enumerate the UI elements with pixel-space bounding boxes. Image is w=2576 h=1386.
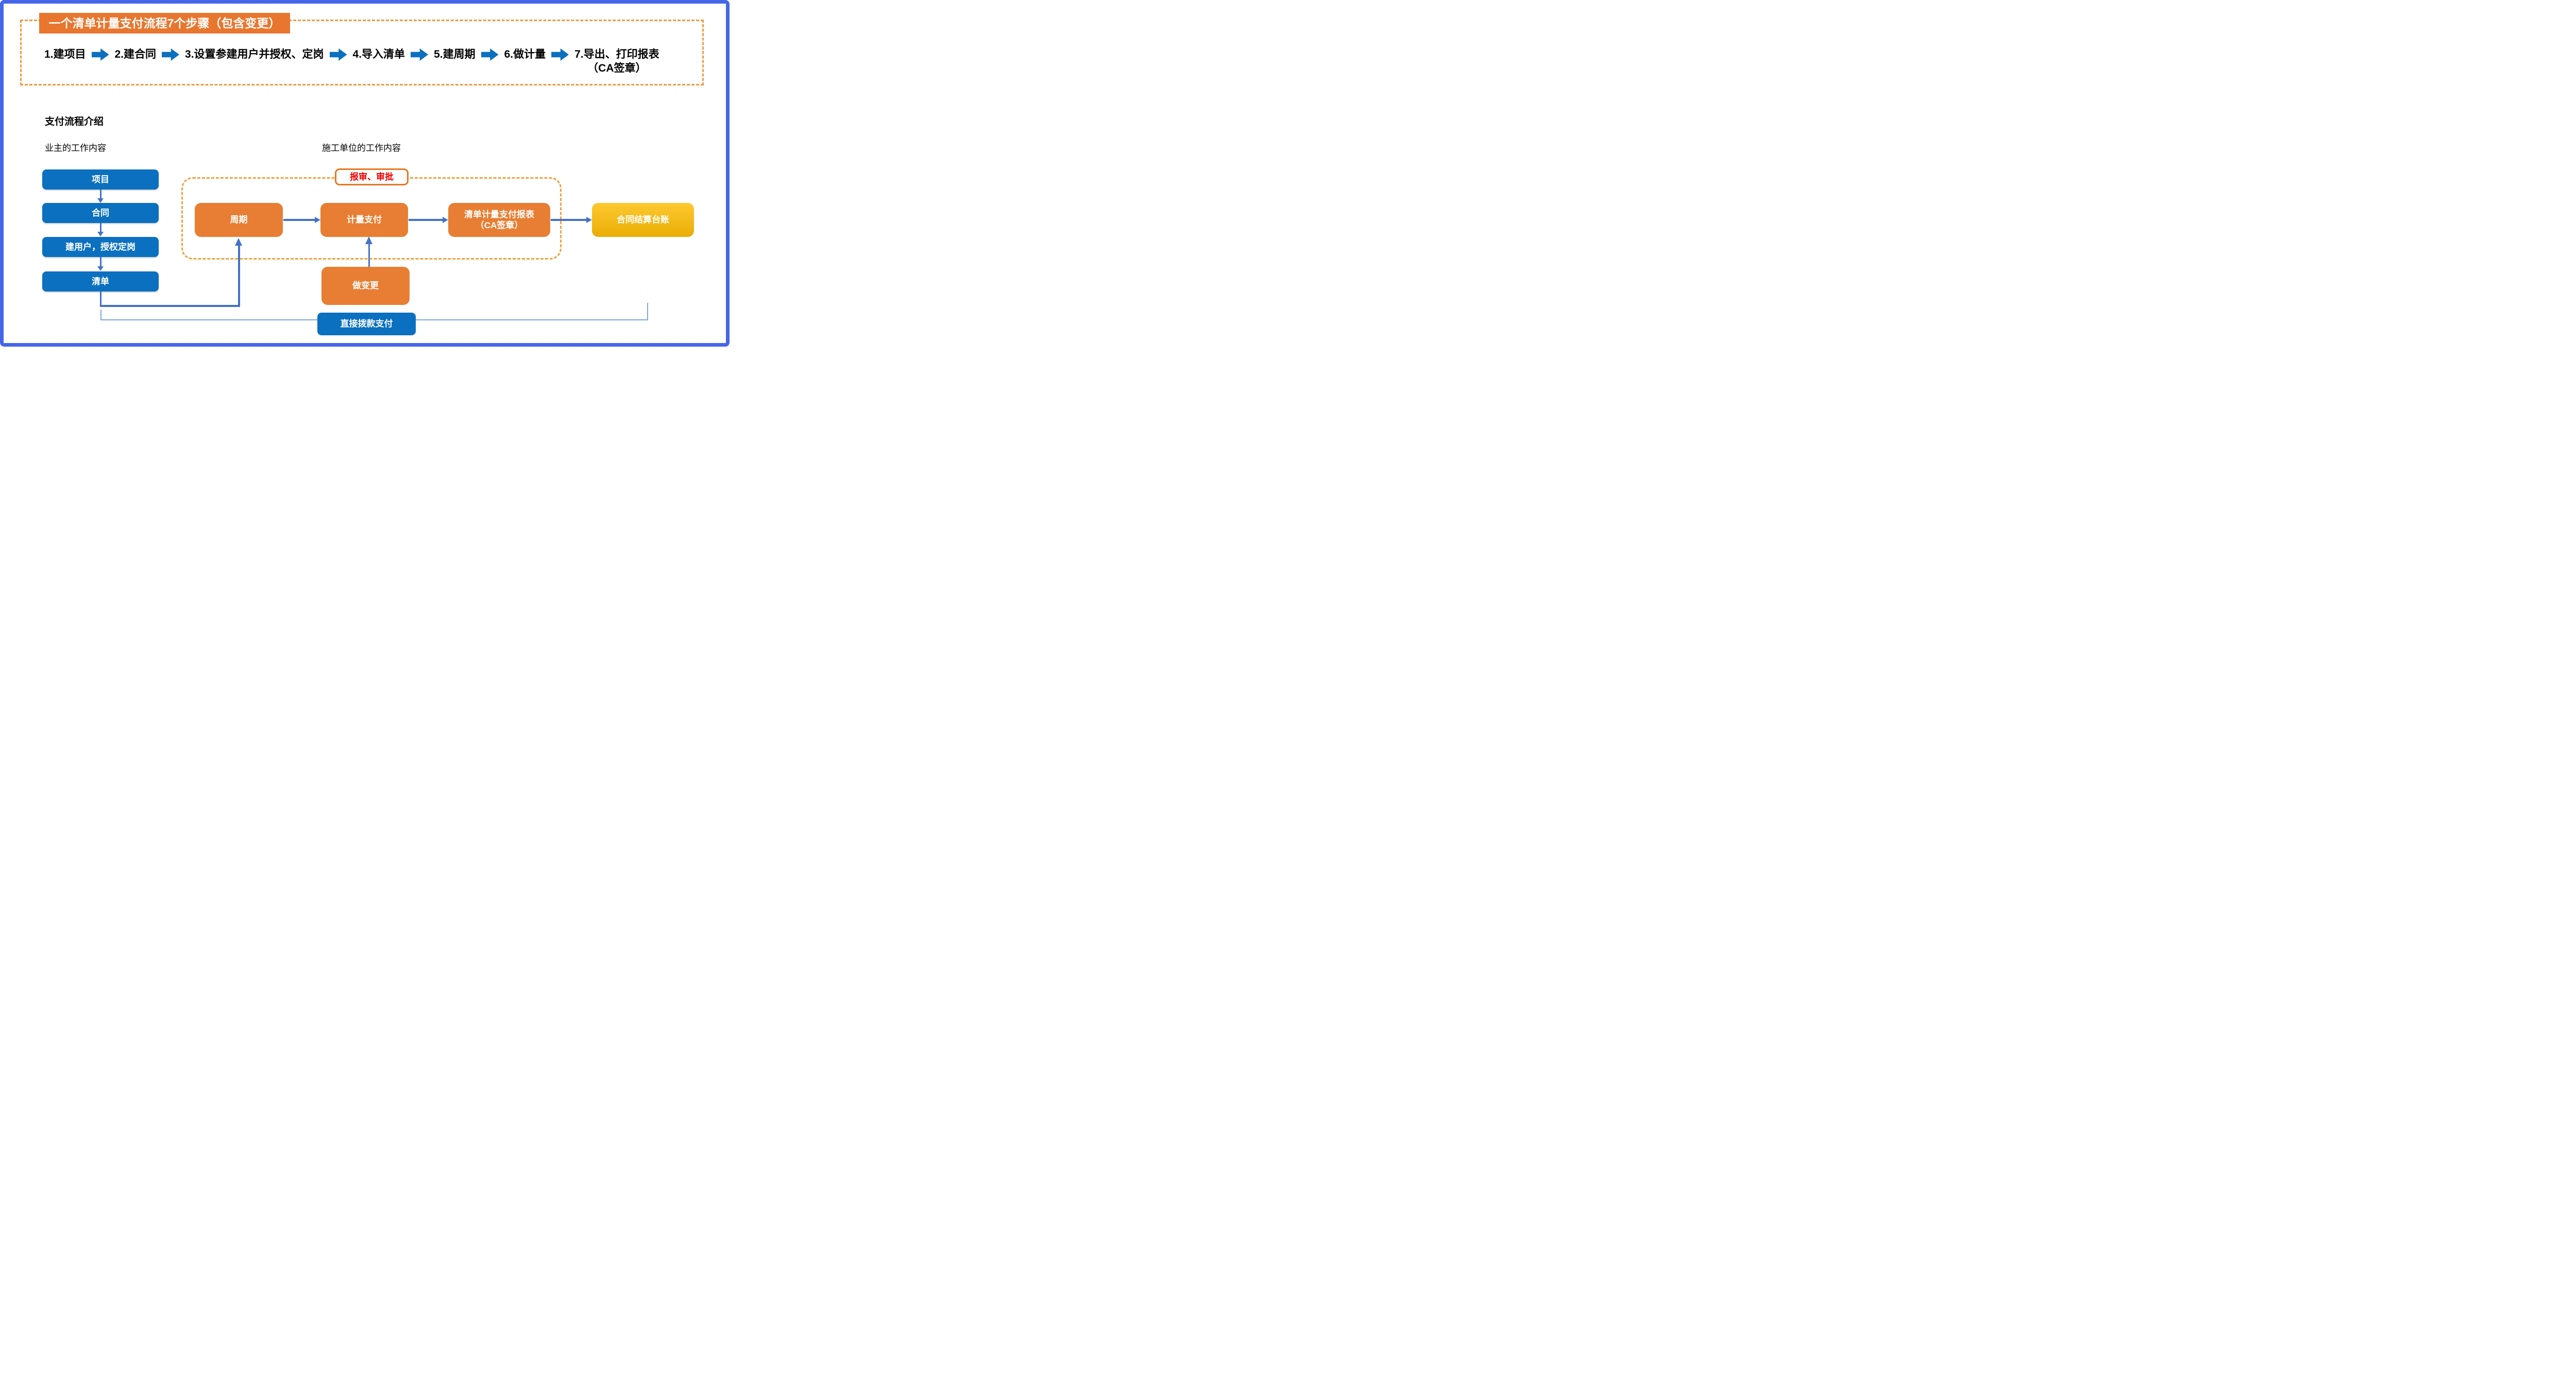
- list-to-cycle-connector: [99, 305, 240, 307]
- owner-box-contract: 合同: [42, 203, 159, 223]
- report-box-line2: （CA签章）: [475, 220, 523, 230]
- slide-canvas: 一个清单计量支付流程7个步骤（包含变更） 1.建项目 2.建合同 3.设置参建用…: [0, 0, 730, 347]
- right-arrow-icon: [411, 48, 429, 61]
- ledger-box: 合同结算台账: [592, 203, 694, 237]
- step-7-line1: 7.导出、打印报表: [574, 48, 659, 60]
- flow-arrow-icon: [551, 219, 586, 221]
- down-arrow-head-icon: [97, 266, 104, 271]
- change-up-arrow-head-icon: [365, 236, 372, 244]
- down-arrow-icon: [99, 190, 101, 199]
- owner-box-project: 项目: [42, 169, 159, 190]
- direct-pay-box: 直接拨款支付: [317, 313, 416, 335]
- down-arrow-icon: [99, 223, 101, 232]
- cycle-box: 周期: [195, 203, 283, 237]
- step-2: 2.建合同: [114, 48, 157, 60]
- right-arrow-icon: [91, 48, 109, 61]
- change-box: 做变更: [321, 267, 410, 305]
- down-arrow-head-icon: [97, 198, 104, 203]
- direct-pay-connector: [100, 310, 101, 320]
- contractor-heading: 施工单位的工作内容: [322, 143, 401, 153]
- report-box: 清单计量支付报表 （CA签章）: [448, 203, 550, 237]
- step-7: 7.导出、打印报表 （CA签章）: [574, 47, 659, 75]
- section-title: 支付流程介绍: [45, 116, 104, 127]
- step-4: 4.导入清单: [352, 48, 405, 60]
- down-arrow-head-icon: [97, 232, 104, 236]
- right-arrow-icon: [481, 48, 499, 61]
- flow-arrow-icon: [409, 219, 443, 221]
- approval-label: 报审、审批: [335, 168, 409, 185]
- flow-arrow-icon: [283, 219, 315, 221]
- direct-pay-connector: [647, 303, 648, 320]
- flow-arrow-head-icon: [315, 217, 320, 223]
- step-6: 6.做计量: [504, 48, 546, 60]
- flow-arrow-head-icon: [586, 217, 592, 223]
- step-5: 5.建周期: [434, 48, 476, 60]
- step-7-line2: （CA签章）: [587, 62, 647, 74]
- owner-box-list: 清单: [42, 271, 159, 292]
- step-3: 3.设置参建用户并授权、定岗: [185, 48, 324, 60]
- down-arrow-icon: [99, 257, 101, 267]
- measure-pay-box: 计量支付: [320, 203, 408, 237]
- list-to-cycle-connector: [238, 246, 240, 306]
- change-up-arrow-icon: [368, 243, 370, 267]
- owner-heading: 业主的工作内容: [45, 143, 106, 153]
- flow-arrow-head-icon: [443, 217, 448, 223]
- list-to-cycle-connector: [99, 292, 101, 306]
- steps-panel: [20, 20, 704, 85]
- panel-title: 一个清单计量支付流程7个步骤（包含变更）: [39, 13, 290, 33]
- owner-box-users: 建用户，授权定岗: [42, 237, 159, 257]
- cycle-up-arrow-head-icon: [235, 238, 242, 246]
- steps-row: 1.建项目 2.建合同 3.设置参建用户并授权、定岗 4.导入清单 5.建周期 …: [44, 47, 702, 75]
- right-arrow-icon: [551, 48, 569, 61]
- right-arrow-icon: [329, 48, 347, 61]
- report-box-line1: 清单计量支付报表: [464, 210, 534, 219]
- right-arrow-icon: [162, 48, 180, 61]
- step-1: 1.建项目: [44, 48, 86, 60]
